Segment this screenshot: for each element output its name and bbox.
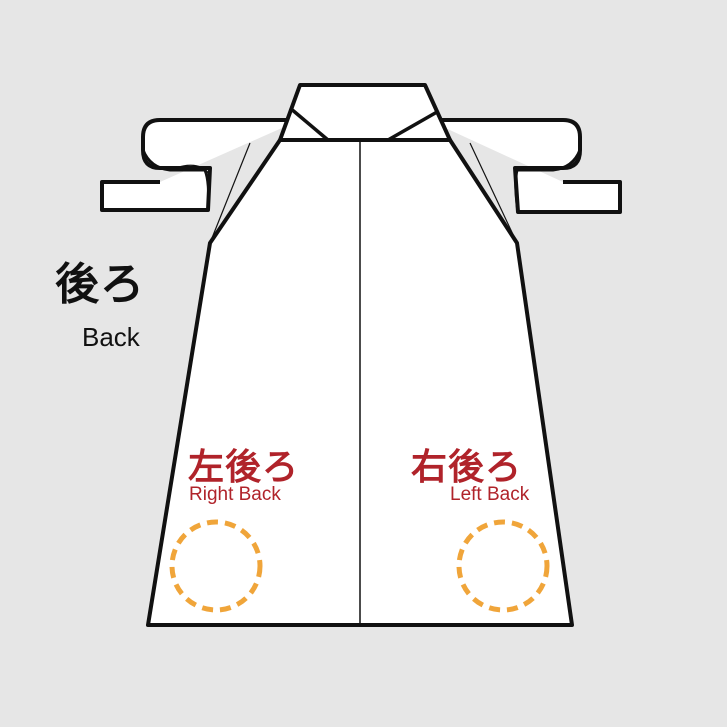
heading-japanese: 後ろ	[55, 259, 145, 310]
right-panel-japanese: 右後ろ	[411, 447, 523, 488]
heading-english: Back	[82, 322, 140, 352]
right-strap-fold	[514, 149, 582, 213]
pleat-line-right	[469, 142, 518, 244]
dashed-circle-marker-right	[456, 519, 550, 613]
koshi-ita-board	[278, 83, 452, 142]
dashed-circle-marker-left	[169, 519, 263, 613]
board-fold-left	[288, 106, 330, 142]
left-strap-fold	[141, 149, 211, 211]
right-panel-english: Left Back	[450, 484, 530, 505]
pleat-line-left	[209, 142, 251, 244]
strap-fold-left	[174, 164, 211, 176]
board-fold-right	[387, 110, 438, 142]
left-panel-japanese: 左後ろ	[188, 447, 300, 488]
left-panel-english: Right Back	[189, 484, 281, 505]
